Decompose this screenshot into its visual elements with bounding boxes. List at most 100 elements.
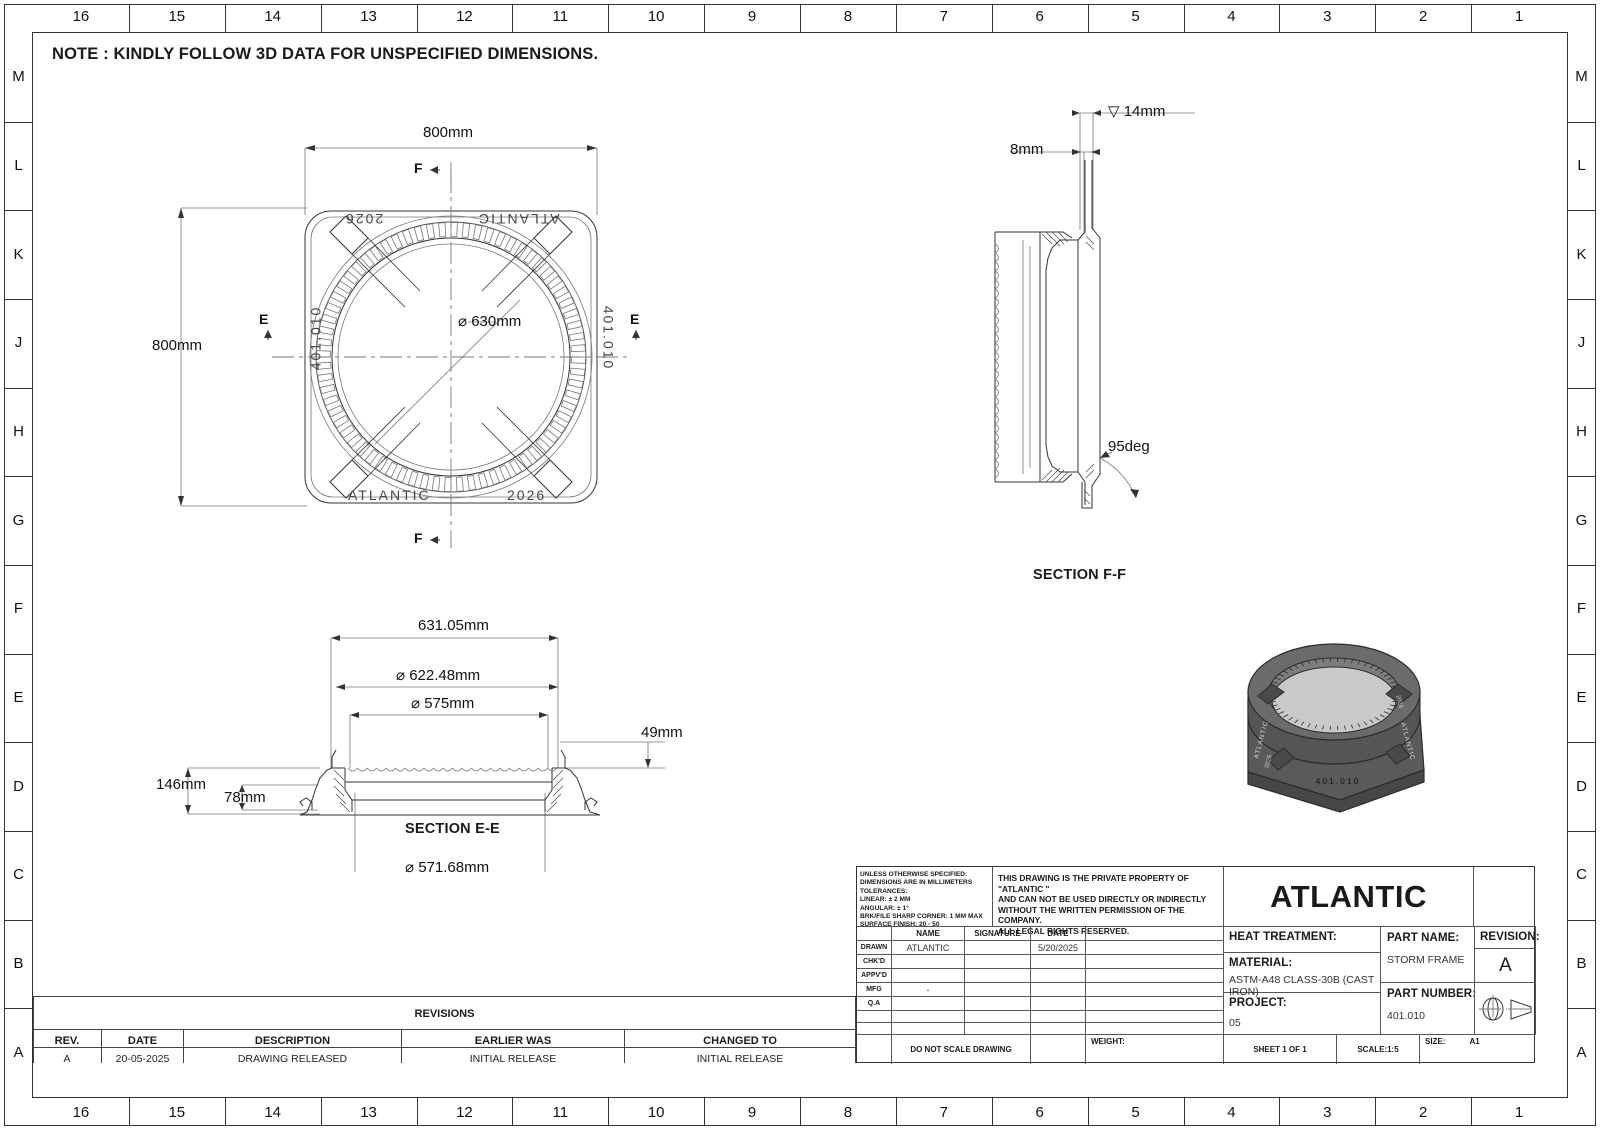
- section-ff-title: SECTION F-F: [1033, 567, 1127, 583]
- zone-tick: [608, 1097, 610, 1125]
- rev-col-description: DESCRIPTION: [254, 1035, 331, 1047]
- spec-line: SURFACE FINISH: 20 - 50: [860, 921, 940, 929]
- zone-top-3: 3: [1323, 8, 1332, 25]
- rev-line: [33, 996, 856, 997]
- zone-tick: [224, 1097, 226, 1125]
- rev-col-earlier-was: EARLIER WAS: [474, 1035, 552, 1047]
- approval-date: [1031, 969, 1086, 983]
- zone-bottom-15: 15: [168, 1104, 186, 1121]
- legal-box: THIS DRAWING IS THE PRIVATE PROPERTY OF …: [993, 867, 1224, 936]
- zone-bottom-14: 14: [264, 1104, 282, 1121]
- zone-top-16: 16: [72, 8, 90, 25]
- zone-right-L: L: [1577, 157, 1586, 174]
- approval-empty: [1086, 1011, 1224, 1023]
- zone-tick: [416, 1097, 418, 1125]
- zone-tick: [512, 5, 514, 33]
- zone-tick: [1471, 1097, 1473, 1125]
- zone-bottom-4: 4: [1227, 1104, 1236, 1121]
- zone-left-C: C: [13, 866, 24, 884]
- approval-empty: [1031, 1023, 1086, 1035]
- zone-tick: [5, 1008, 33, 1010]
- revision-cell: REVISION:: [1474, 927, 1540, 949]
- approval-role-CHK'D: CHK'D: [857, 955, 892, 969]
- spec-line: ANGULAR: ± 1°: [860, 904, 909, 912]
- approval-signature: [965, 941, 1031, 955]
- depth-symbol-icon: ▽: [1108, 103, 1120, 120]
- part-number-cell: PART NUMBER: 401.010: [1381, 983, 1536, 1035]
- dim-ee-49: 49mm: [641, 724, 683, 741]
- project-value: 05: [1229, 1017, 1241, 1029]
- zone-right-D: D: [1576, 777, 1587, 795]
- zone-tick: [895, 5, 897, 33]
- dim-ee-631: 631.05mm: [418, 617, 489, 634]
- rev-line: [183, 1029, 184, 1063]
- zone-right-F: F: [1576, 600, 1587, 618]
- approval-blank: [1086, 941, 1224, 955]
- zone-right-K: K: [1576, 245, 1587, 263]
- zone-tick: [5, 210, 33, 212]
- rev-line: [101, 1029, 102, 1063]
- zone-right-E: E: [1576, 689, 1587, 706]
- zone-top-4: 4: [1227, 8, 1236, 25]
- rev-line: [624, 1029, 625, 1063]
- legal-line: THIS DRAWING IS THE PRIVATE PROPERTY OF …: [998, 873, 1189, 894]
- approval-signature: [965, 983, 1031, 997]
- approval-role-DRAWN: DRAWN: [857, 941, 892, 955]
- spec-line: TOLERANCES:: [860, 887, 908, 895]
- zone-tick: [991, 5, 993, 33]
- zone-top-10: 10: [647, 8, 665, 25]
- zone-top-11: 11: [552, 8, 569, 25]
- title-block: UNLESS OTHERWISE SPECIFIED: DIMENSIONS A…: [856, 866, 1540, 1064]
- approval-name: [892, 997, 965, 1011]
- rev-row-changed-to: INITIAL RELEASE: [696, 1053, 784, 1065]
- rev-line: [401, 1029, 402, 1063]
- svg-text:2026: 2026: [1394, 695, 1403, 710]
- zone-tick: [1567, 210, 1595, 212]
- approval-header-signature: SIGNATURE: [965, 927, 1031, 941]
- approval-header-date: DATE: [1031, 927, 1086, 941]
- rev-line: [33, 996, 34, 1063]
- zone-tick: [1375, 5, 1377, 33]
- zone-tick: [5, 387, 33, 389]
- approval-date: [1031, 997, 1086, 1011]
- zone-tick: [320, 5, 322, 33]
- zone-bottom-2: 2: [1419, 1104, 1428, 1121]
- zone-top-15: 15: [168, 8, 186, 25]
- spec-line: LINEAR: ± 2 MM: [860, 896, 911, 904]
- approval-empty: [892, 1011, 965, 1023]
- zone-top-2: 2: [1419, 8, 1428, 25]
- zone-bottom-11: 11: [552, 1104, 569, 1121]
- zone-left-H: H: [13, 423, 24, 440]
- zone-top-6: 6: [1035, 8, 1044, 25]
- zone-tick: [1567, 387, 1595, 389]
- projection-symbol-cell: [1474, 983, 1536, 1035]
- dim-ff-depth: ▽ 14mm: [1108, 102, 1165, 120]
- dim-ee-146: 146mm: [156, 776, 207, 793]
- spec-line: UNLESS OTHERWISE SPECIFIED:: [860, 871, 968, 878]
- zone-tick: [5, 299, 33, 300]
- approval-empty: [857, 1011, 892, 1023]
- rev-col-date: DATE: [127, 1035, 158, 1047]
- zone-tick: [1567, 299, 1595, 300]
- brand-spacer: [1474, 867, 1536, 927]
- dim-ee-575: ⌀ 575mm: [411, 695, 475, 712]
- material-label: MATERIAL:: [1229, 957, 1293, 969]
- cast-text-bottom-left: ATLANTIC: [348, 487, 431, 503]
- zone-left-E: E: [13, 689, 24, 706]
- dim-top-width: 800mm: [423, 124, 474, 141]
- dim-bore-diameter: ⌀ 630mm: [458, 313, 522, 330]
- zone-bottom-10: 10: [647, 1104, 665, 1121]
- zone-left-G: G: [12, 511, 25, 529]
- zone-top-8: 8: [843, 8, 853, 25]
- bottom-spacer-2: [1031, 1035, 1086, 1064]
- zone-tick: [224, 5, 226, 33]
- rev-col-rev: REV.: [54, 1035, 80, 1047]
- zone-tick: [5, 831, 33, 832]
- zone-right-M: M: [1575, 68, 1588, 86]
- legal-line: WITHOUT THE WRITTEN PERMISSION OF THE CO…: [998, 904, 1185, 926]
- zone-tick: [1087, 5, 1089, 33]
- cast-text-bottom-right: 2026: [507, 487, 547, 503]
- rev-line: [33, 1029, 856, 1030]
- dim-ff-depth-value: 14mm: [1123, 103, 1166, 120]
- zone-tick: [1183, 1097, 1185, 1125]
